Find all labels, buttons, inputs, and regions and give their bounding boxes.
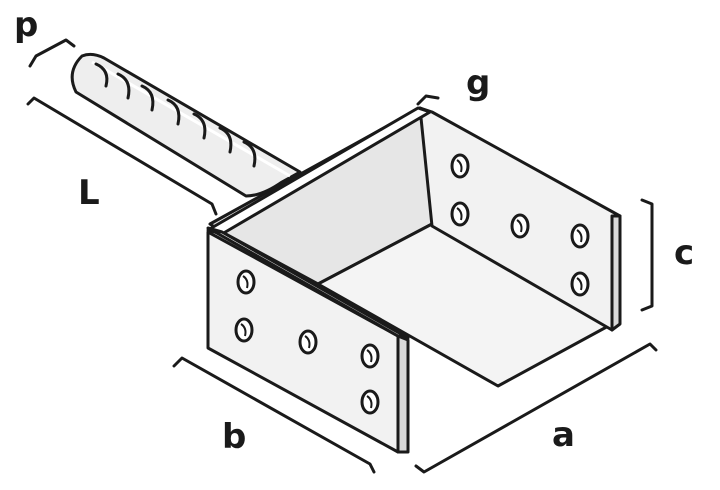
u-bracket: [206, 106, 622, 454]
bracket-left-plate-top: [206, 226, 410, 340]
label-p: p: [14, 5, 38, 45]
hole: [450, 153, 470, 179]
hole: [360, 343, 380, 369]
hole: [360, 389, 380, 415]
dim-line-b: [172, 356, 376, 474]
hole: [510, 213, 530, 239]
hole: [450, 201, 470, 227]
label-a: a: [552, 415, 575, 455]
bracket-left-plate-edge: [396, 334, 410, 454]
dim-line-c: [640, 198, 654, 312]
rod-threads: [94, 62, 257, 168]
threaded-rod: [70, 52, 302, 198]
dimension-lines: [26, 38, 658, 474]
hole: [236, 269, 256, 295]
hole: [570, 223, 590, 249]
bracket-right-plate-edge: [610, 214, 622, 332]
hole: [570, 271, 590, 297]
label-b: b: [222, 417, 246, 457]
label-L: L: [78, 173, 100, 213]
hole: [298, 329, 318, 355]
left-plate-holes: [234, 269, 380, 415]
label-c: c: [674, 233, 694, 273]
hole: [234, 317, 254, 343]
label-g: g: [466, 63, 490, 103]
right-plate-holes: [450, 153, 590, 297]
dim-line-a: [414, 342, 658, 474]
dim-line-L: [26, 96, 218, 216]
dim-line-g: [416, 94, 440, 106]
dim-line-p: [28, 38, 76, 68]
